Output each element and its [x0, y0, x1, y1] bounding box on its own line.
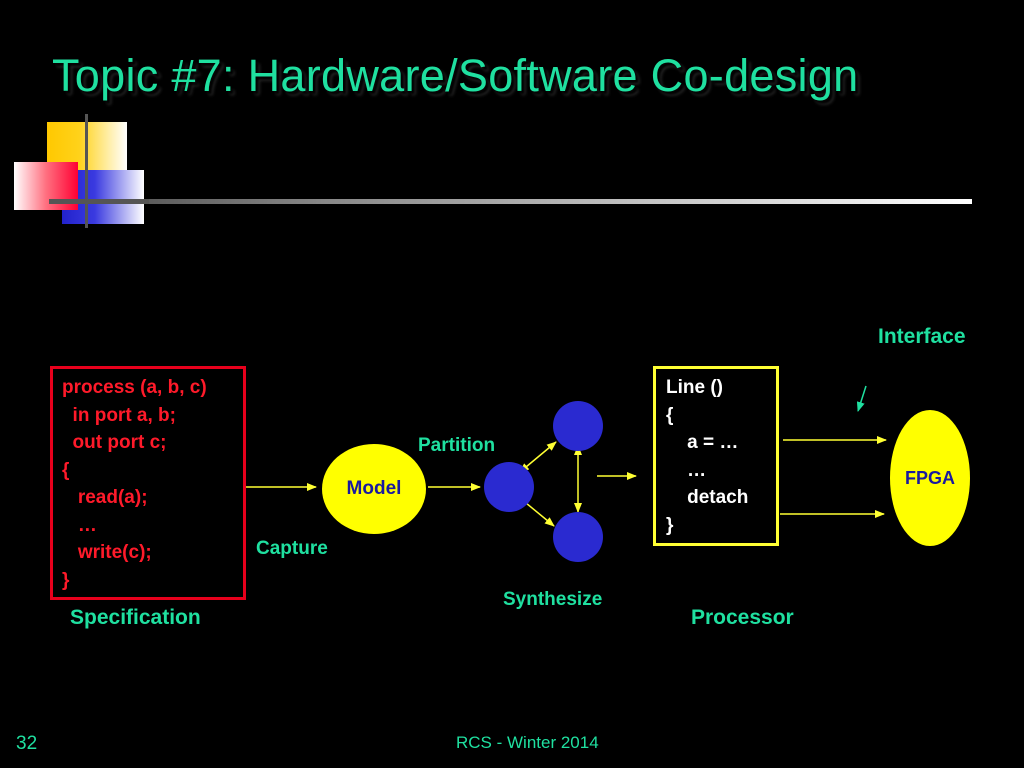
model-label: Model [346, 478, 402, 499]
capture-label: Capture [256, 538, 328, 559]
decor-vertical-line [85, 114, 88, 228]
processor-code: Line () { a = … … detach } [666, 377, 749, 536]
title-underline [50, 199, 972, 204]
specification-label: Specification [70, 606, 201, 629]
specification-code: process (a, b, c) in port a, b; out port… [62, 377, 207, 591]
page-number: 32 [16, 733, 38, 754]
processor-label: Processor [691, 606, 794, 629]
fpga-label: FPGA [904, 468, 955, 488]
decor-horizontal-line [49, 199, 149, 204]
fpga-ellipse [890, 410, 970, 546]
partition-node [484, 462, 534, 512]
arrow-partition-to-bottom [525, 502, 555, 527]
arrow-partition-to-top [519, 441, 557, 473]
slide-title: Topic #7: Hardware/Software Co-design [52, 50, 859, 101]
synth-node-top [553, 401, 603, 451]
footer-text: RCS - Winter 2014 [456, 733, 599, 752]
model-ellipse [322, 444, 426, 534]
partition-label: Partition [418, 435, 496, 456]
synthesize-label: Synthesize [503, 589, 603, 610]
specification-box [50, 366, 246, 600]
processor-box [653, 366, 779, 546]
arrow-interface [856, 385, 867, 412]
interface-label: Interface [878, 325, 966, 348]
synth-node-bottom [553, 512, 603, 562]
